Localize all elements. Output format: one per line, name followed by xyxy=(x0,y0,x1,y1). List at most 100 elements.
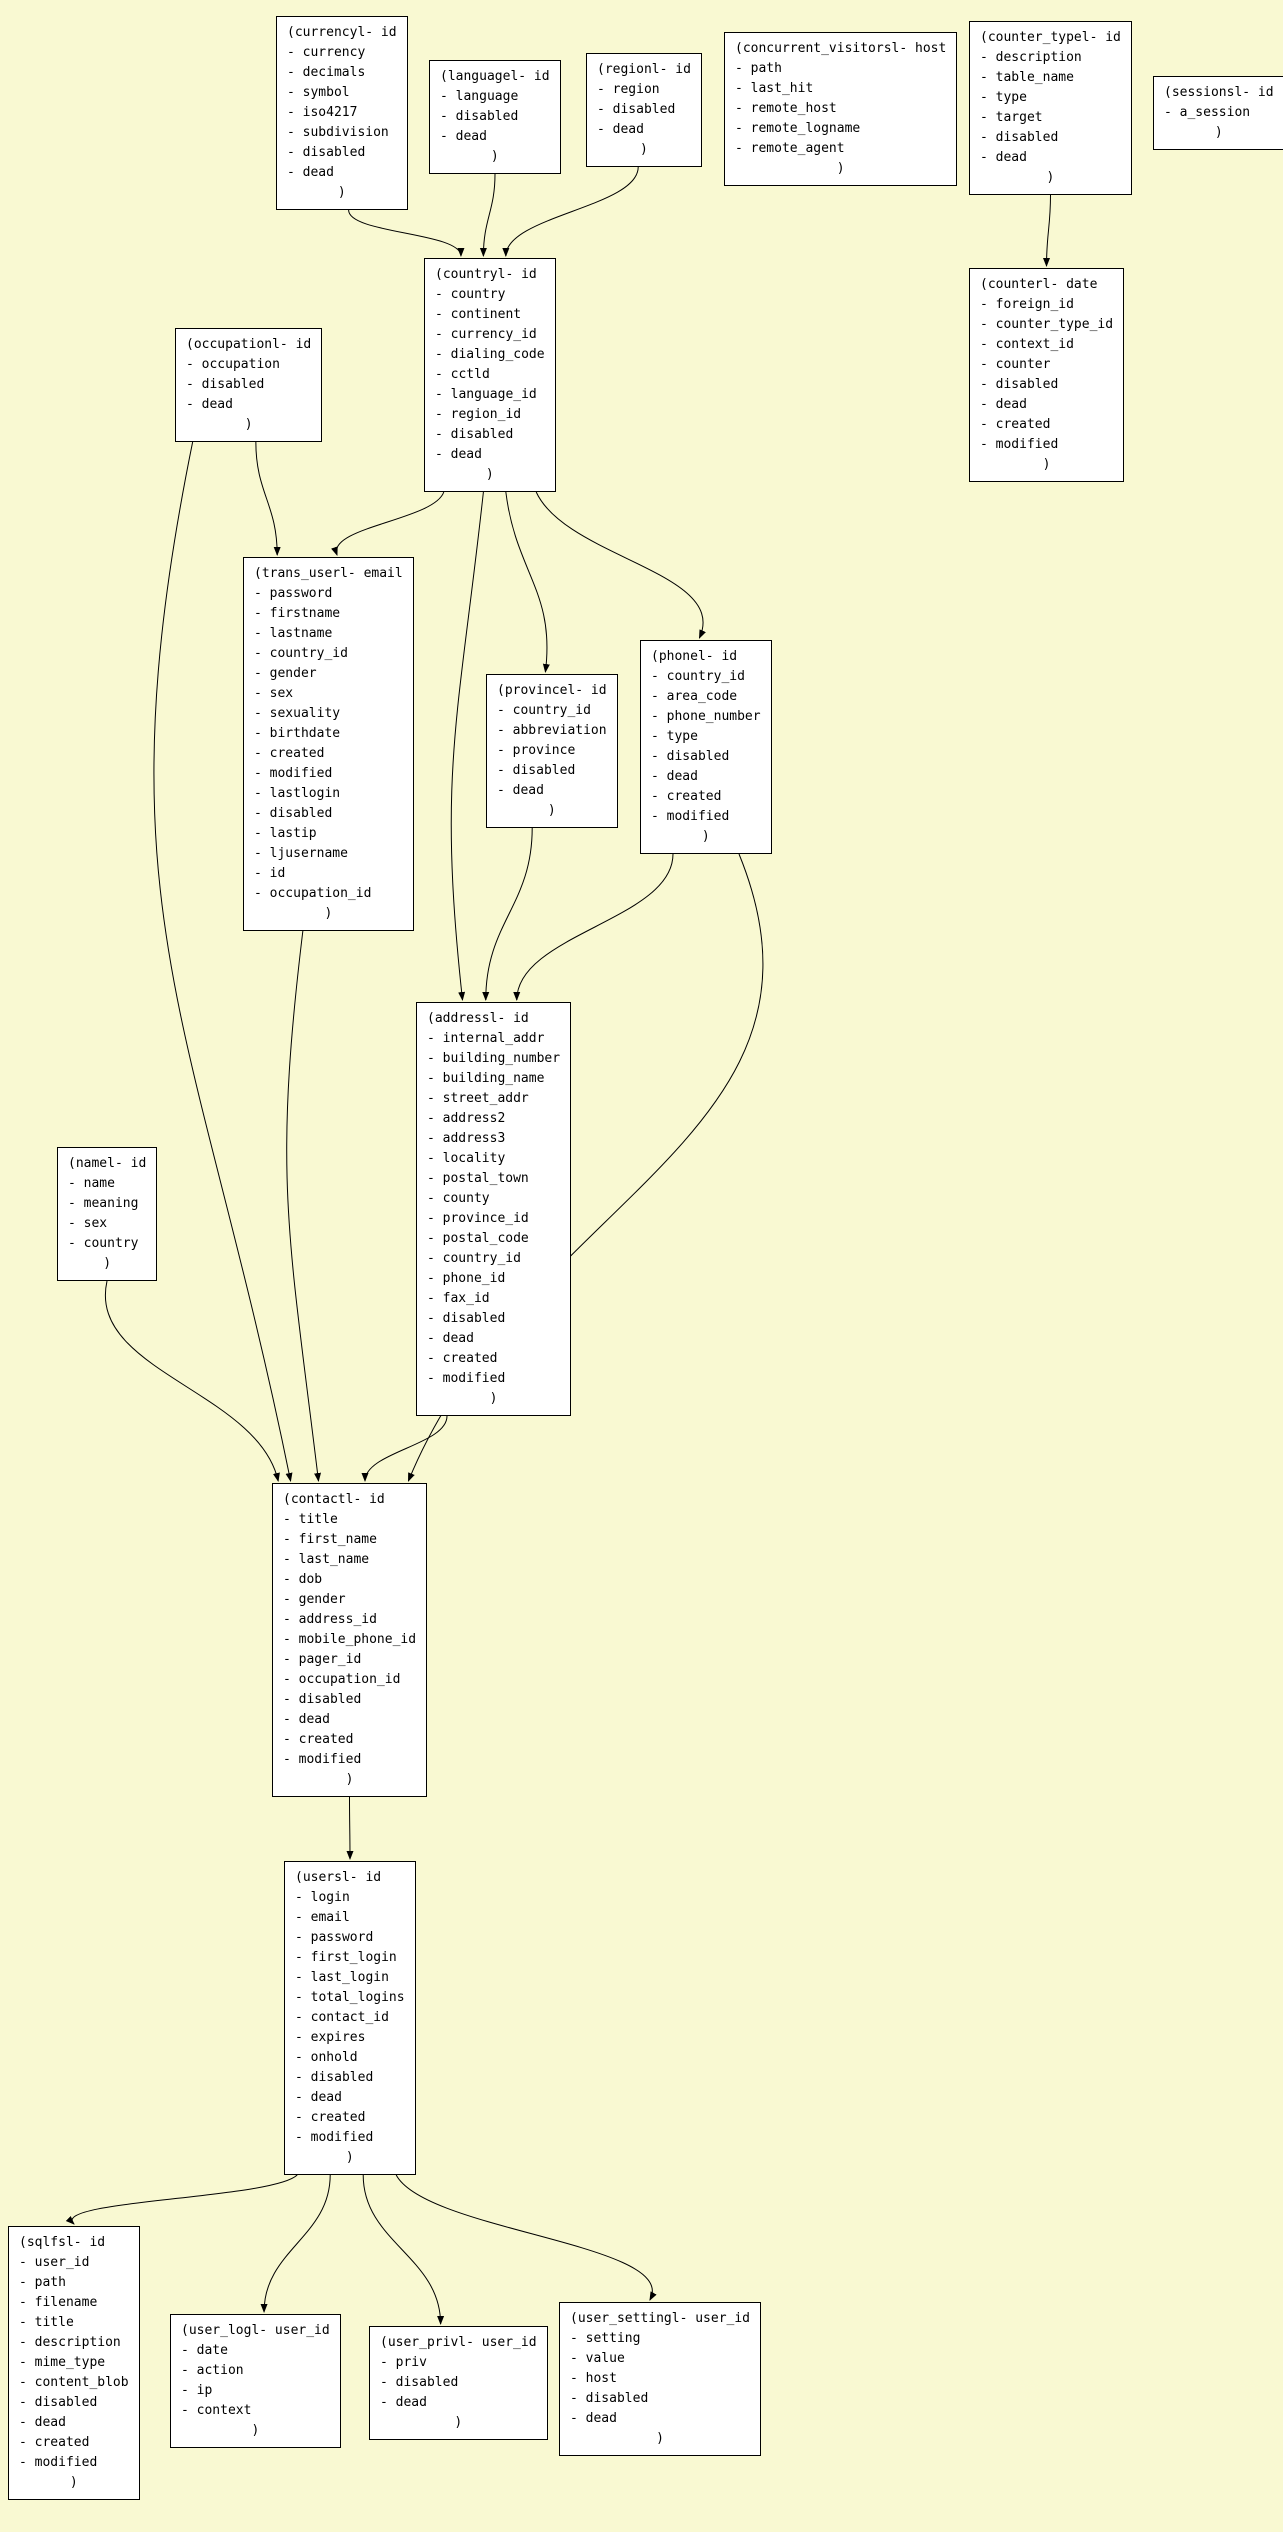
entity-field: - county xyxy=(427,1191,490,1206)
entity-title: (namel- id xyxy=(68,1156,147,1171)
entity-field: - password xyxy=(295,1930,374,1945)
entity-field: - country xyxy=(68,1236,139,1251)
entity-close-paren: ) xyxy=(244,417,253,432)
edge-name-contact xyxy=(104,1280,280,1482)
entity-field: - table_name xyxy=(980,70,1074,85)
entity-field: - created xyxy=(283,1732,354,1747)
entity-close-paren: ) xyxy=(547,803,556,818)
entity-field: - dob xyxy=(283,1572,323,1587)
entity-field: - modified xyxy=(651,809,730,824)
entity-close-paren: ) xyxy=(701,829,710,844)
entity-title: (provincel- id xyxy=(497,683,607,698)
entity-field: - dead xyxy=(651,769,698,784)
entity-field: - sex xyxy=(254,686,294,701)
entity-field: - ip xyxy=(181,2383,213,2398)
entity-field: - disabled xyxy=(440,109,519,124)
entity-currency: (currencyl- id- currency- decimals- symb… xyxy=(276,16,408,210)
entity-field: - subdivision xyxy=(287,125,389,140)
entity-field: - dead xyxy=(19,2415,66,2430)
entity-field: - host xyxy=(570,2371,617,2386)
entity-field: - occupation_id xyxy=(254,886,372,901)
edge-country-address xyxy=(450,491,484,1001)
entity-field: - dead xyxy=(427,1331,474,1346)
entity-field: - action xyxy=(181,2363,244,2378)
entity-field: - context xyxy=(181,2403,252,2418)
entity-field: - context_id xyxy=(980,337,1074,352)
entity-field: - country_id xyxy=(254,646,348,661)
entity-field: - street_addr xyxy=(427,1091,529,1106)
entity-field: - disabled xyxy=(283,1692,362,1707)
entity-field: - continent xyxy=(435,307,522,322)
entity-field: - user_id xyxy=(19,2255,90,2270)
entity-field: - email xyxy=(295,1910,350,1925)
edge-contact-users xyxy=(346,1796,354,1860)
entity-title: (concurrent_visitorsl- host xyxy=(735,41,947,56)
entity-field: - created xyxy=(19,2435,90,2450)
entity-field: - disabled xyxy=(186,377,265,392)
entity-field: - modified xyxy=(283,1752,362,1767)
entity-close-paren: ) xyxy=(69,2475,78,2490)
entity-field: - created xyxy=(651,789,722,804)
entity-title: (counter_typel- id xyxy=(980,30,1121,45)
entity-field: - password xyxy=(254,586,333,601)
entity-field: - phone_number xyxy=(651,709,761,724)
entity-field: - disabled xyxy=(980,377,1059,392)
entity-field: - title xyxy=(19,2315,74,2330)
edge-phone-address xyxy=(513,853,674,1001)
entity-field: - currency xyxy=(287,45,366,60)
entity-close-paren: ) xyxy=(337,185,346,200)
entity-field: - address_id xyxy=(283,1612,377,1627)
entity-field: - path xyxy=(735,61,782,76)
entity-field: - first_name xyxy=(283,1532,377,1547)
entity-field: - remote_logname xyxy=(735,121,861,136)
entity-title: (user_logl- user_id xyxy=(181,2323,330,2338)
entity-field: - currency_id xyxy=(435,327,537,342)
entity-field: - disabled xyxy=(254,806,333,821)
entity-field: - dead xyxy=(497,783,544,798)
entity-field: - disabled xyxy=(570,2391,649,2406)
entity-field: - disabled xyxy=(287,145,366,160)
entity-close-paren: ) xyxy=(1042,457,1051,472)
entity-field: - province_id xyxy=(427,1211,529,1226)
entity-field: - mime_type xyxy=(19,2355,106,2370)
entity-close-paren: ) xyxy=(1046,170,1055,185)
entity-field: - disabled xyxy=(295,2070,374,2085)
entity-field: - last_login xyxy=(295,1970,389,1985)
entity-field: - priv xyxy=(380,2355,427,2370)
entity-close-paren: ) xyxy=(103,1256,112,1271)
entity-close-paren: ) xyxy=(324,906,333,921)
entity-field: - id xyxy=(254,866,286,881)
entity-field: - a_session xyxy=(1164,105,1251,120)
entity-close-paren: ) xyxy=(656,2431,664,2446)
edge-address-contact xyxy=(361,1415,448,1482)
entity-occupation: (occupationl- id- occupation- disabled- … xyxy=(175,328,323,442)
entity-field: - created xyxy=(427,1351,498,1366)
entity-concurrent_visitors: (concurrent_visitorsl- host- path- last_… xyxy=(724,32,958,186)
entity-field: - first_login xyxy=(295,1950,397,1965)
entity-field: - pager_id xyxy=(283,1652,362,1667)
entity-field: - occupation_id xyxy=(283,1672,401,1687)
entity-field: - modified xyxy=(295,2130,374,2145)
entity-language: (languagel- id- language- disabled- dead… xyxy=(429,60,561,174)
entity-field: - counter_type_id xyxy=(980,317,1114,332)
entity-field: - foreign_id xyxy=(980,297,1074,312)
entity-field: - description xyxy=(19,2335,121,2350)
entity-field: - firstname xyxy=(254,606,341,621)
entity-field: - modified xyxy=(427,1371,506,1386)
entity-field: - date xyxy=(181,2343,228,2358)
entity-field: - area_code xyxy=(651,689,738,704)
entity-field: - dead xyxy=(283,1712,330,1727)
entity-field: - description xyxy=(980,50,1082,65)
entity-field: - building_name xyxy=(427,1071,545,1086)
entity-field: - disabled xyxy=(435,427,514,442)
edge-counter_type-counter xyxy=(1043,194,1051,267)
entity-close-paren: ) xyxy=(490,149,499,164)
entity-field: - contact_id xyxy=(295,2010,389,2025)
entity-field: - disabled xyxy=(427,1311,506,1326)
entity-trans_user: (trans_userl- email- password- firstname… xyxy=(243,557,414,931)
entity-field: - sex xyxy=(68,1216,108,1231)
entity-field: - disabled xyxy=(19,2395,98,2410)
entity-user_priv: (user_privl- user_id- priv- disabled- de… xyxy=(369,2326,548,2440)
entity-field: - disabled xyxy=(597,102,676,117)
